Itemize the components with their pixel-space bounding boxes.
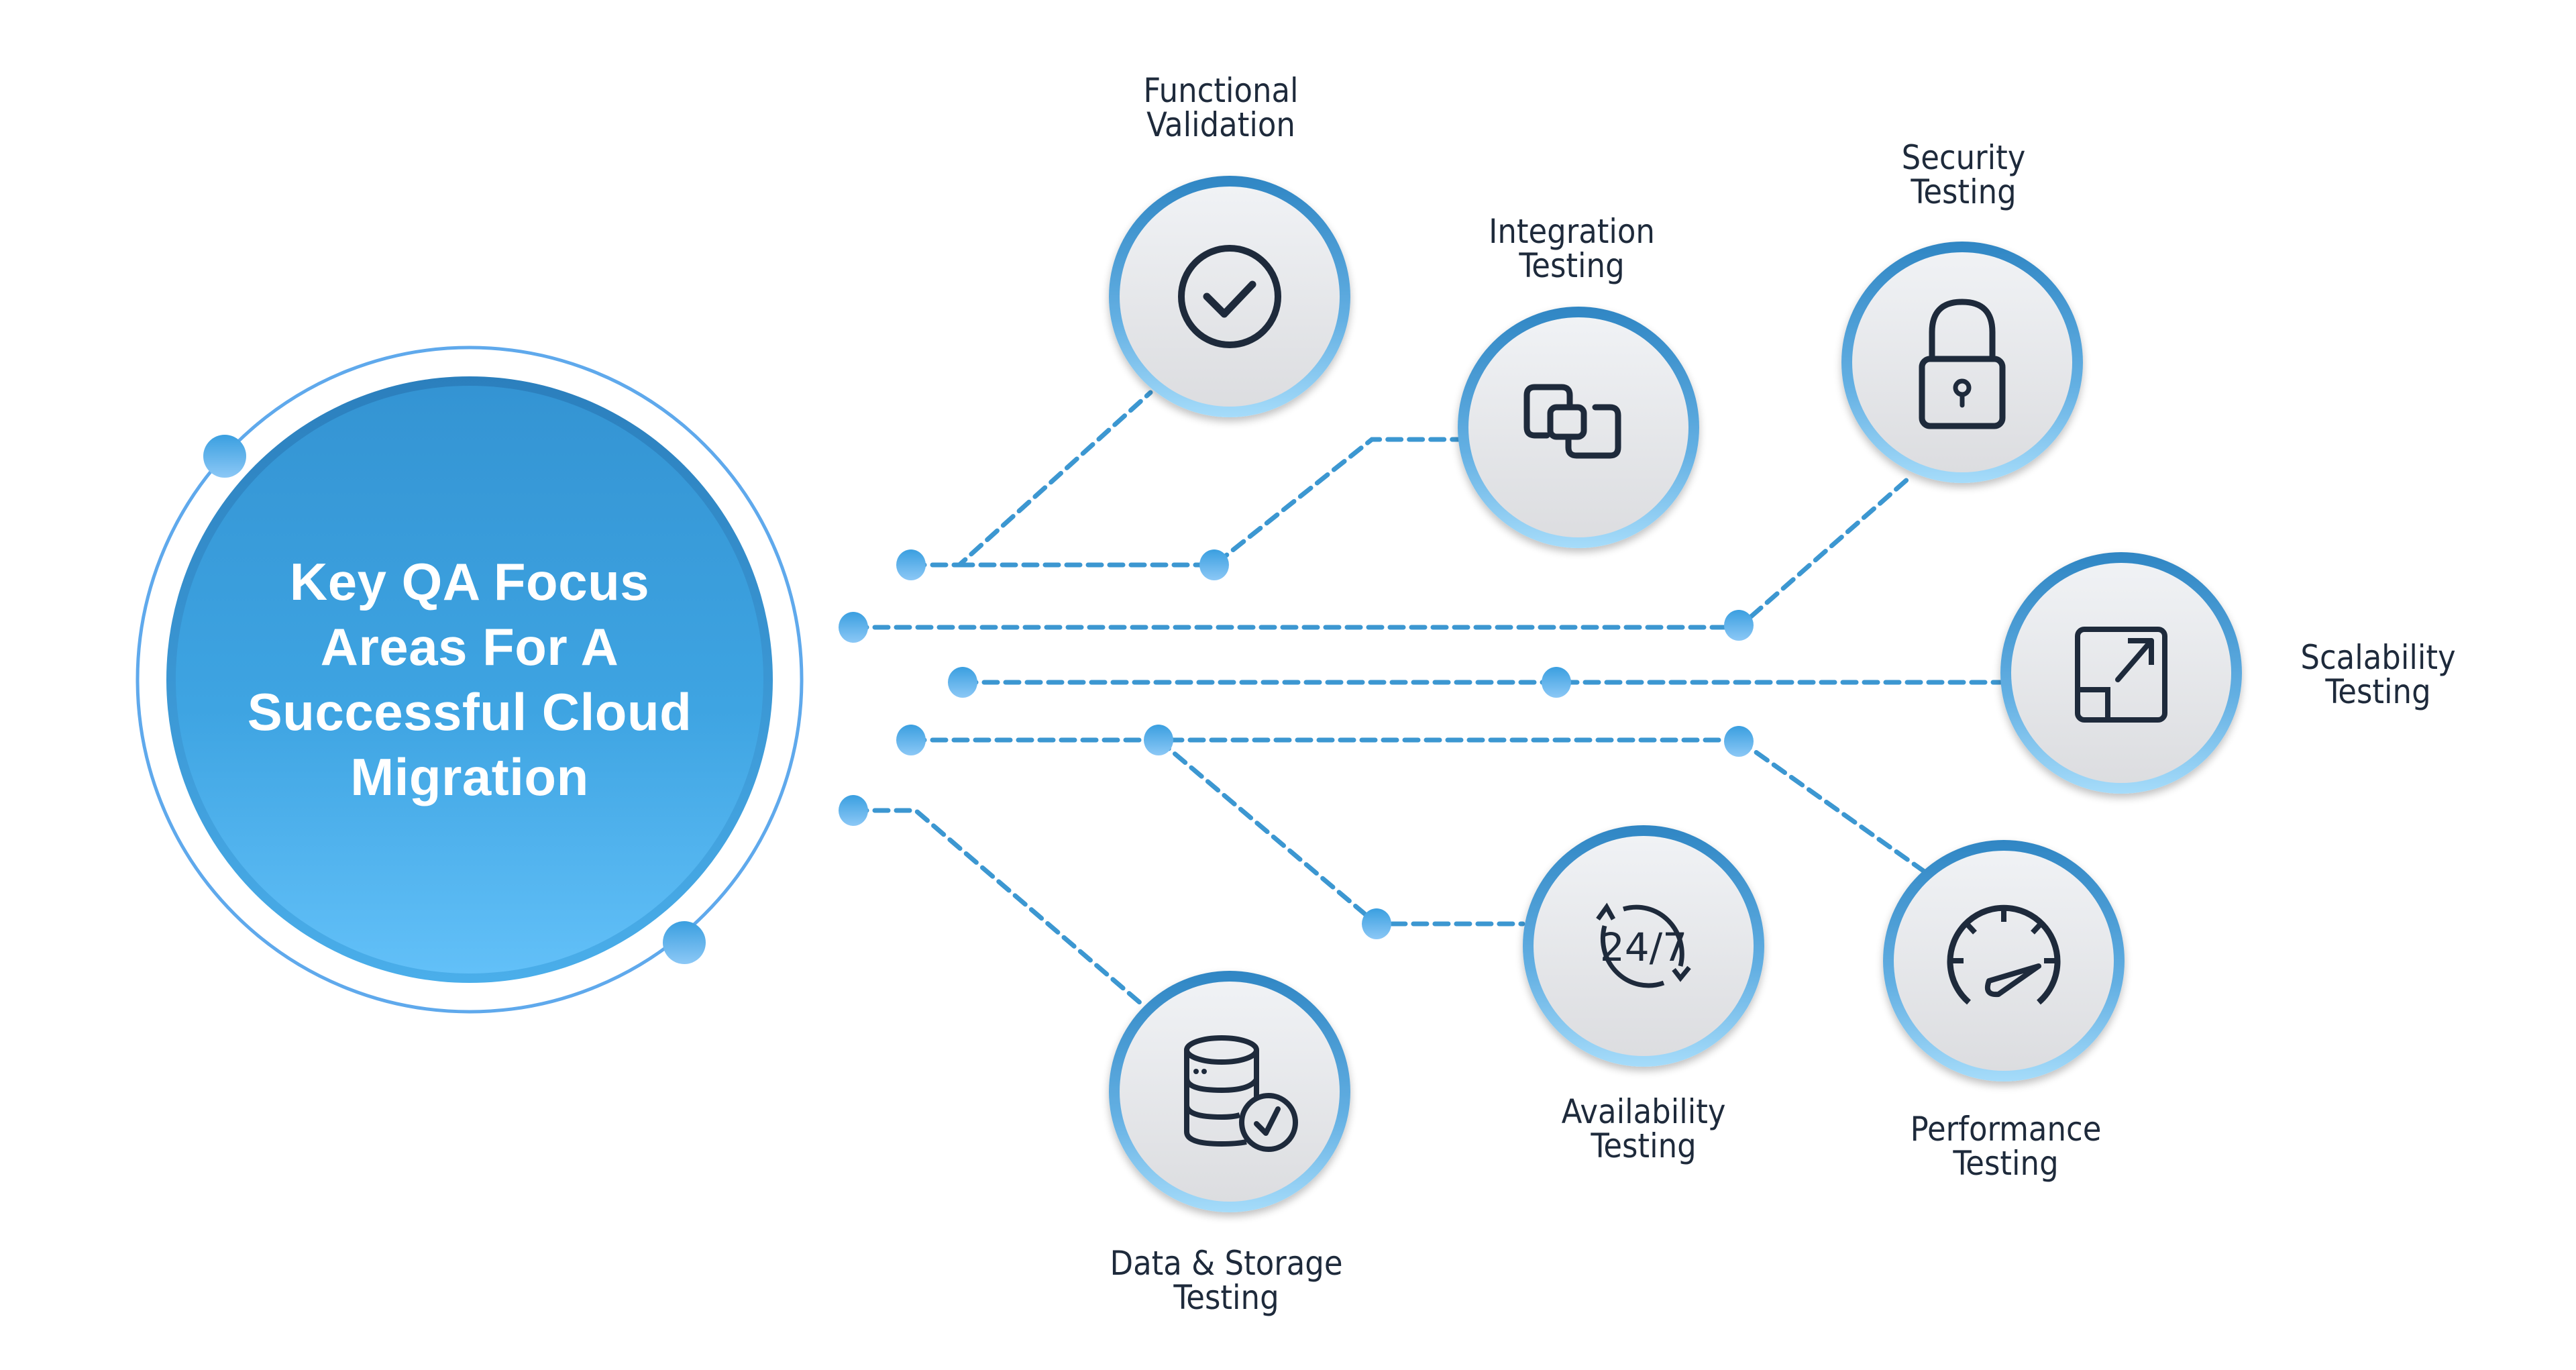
hub-satellite-dot bbox=[663, 921, 706, 964]
scale-up-arrow-icon bbox=[2075, 627, 2167, 723]
connector-dot bbox=[1724, 726, 1754, 757]
check-circle-icon bbox=[1178, 245, 1281, 348]
connector-dot bbox=[1362, 908, 1391, 939]
connector-dot bbox=[839, 612, 868, 643]
connector-dot bbox=[948, 667, 977, 698]
connector-performance bbox=[1736, 737, 1928, 875]
24-7-icon: 24/7 bbox=[1596, 902, 1691, 988]
connector-dot bbox=[839, 795, 868, 826]
center-title-line: Key QA Focus bbox=[289, 552, 650, 611]
database-check-icon bbox=[1184, 1035, 1298, 1152]
center-title-line: Migration bbox=[350, 747, 589, 806]
connector-data-storage bbox=[851, 808, 1143, 1006]
speedometer-icon bbox=[1947, 904, 2061, 1005]
node-face bbox=[1534, 836, 1754, 1056]
central-hub bbox=[136, 346, 804, 1014]
connector-security bbox=[851, 476, 1911, 630]
node-availability bbox=[1523, 825, 1764, 1067]
connector-dot bbox=[896, 725, 926, 755]
node-functional bbox=[1109, 176, 1350, 417]
node-face bbox=[1894, 851, 2114, 1071]
connector-dot bbox=[1199, 549, 1229, 580]
connector-dot bbox=[1144, 725, 1173, 755]
connector-dot bbox=[1542, 667, 1571, 698]
connector-availability bbox=[1156, 737, 1525, 927]
integration-squares-icon bbox=[1523, 384, 1621, 459]
connector-dot bbox=[896, 549, 926, 580]
node-face bbox=[1852, 252, 2072, 472]
node-security bbox=[1841, 242, 2083, 483]
node-integration bbox=[1458, 307, 1699, 548]
center-title-line: Areas For A bbox=[320, 617, 619, 676]
node-face bbox=[1120, 187, 1340, 407]
padlock-icon bbox=[1919, 299, 2006, 429]
node-performance bbox=[1883, 840, 2125, 1082]
center-title: Key QA Focus Areas For A Successful Clou… bbox=[215, 549, 724, 810]
connector-integration bbox=[957, 437, 1462, 568]
connector-dot bbox=[1724, 610, 1754, 641]
hub-satellite-dot bbox=[203, 435, 246, 478]
center-title-line: Successful Cloud bbox=[247, 682, 692, 741]
node-face bbox=[1468, 317, 1688, 537]
svg-text:24/7: 24/7 bbox=[1600, 925, 1687, 970]
hub-outer-ring bbox=[136, 346, 804, 1014]
connector-functional bbox=[908, 390, 1153, 568]
